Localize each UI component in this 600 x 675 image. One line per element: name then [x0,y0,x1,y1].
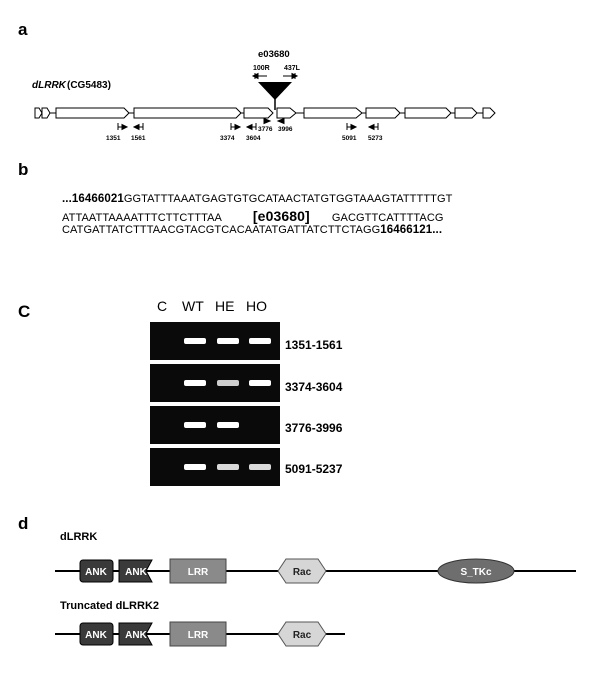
svg-text:ANK: ANK [125,630,147,641]
primer-arrows [117,117,379,131]
gel-band [184,338,206,344]
gel-row-label: 3776-3996 [285,421,343,435]
svg-text:LRR: LRR [188,630,209,641]
gel-band [217,464,239,470]
gel-band [217,338,239,344]
coordinate-end: 16466121... [380,224,443,236]
lrr-domain: LRR [169,621,227,647]
panel-a-letter: a [18,20,28,39]
ank-domain: ANK [79,622,114,646]
sequence-text: CATGATTATCTTTAACGTACGTCACAATATGATTATCTTC… [62,224,381,236]
insertion-primer-right: 437L [284,65,301,72]
insertion-primer-arrows [251,72,299,80]
ank-domain: ANK [118,622,153,646]
exon-track [34,107,496,119]
svg-text:LRR: LRR [188,567,209,578]
stkc-domain: S_TKc [437,558,515,584]
sequence-line-3: CATGATTATCTTTAACGTACGTCACAATATGATTATCTTC… [62,224,442,236]
gel-row-label: 1351-1561 [285,338,343,352]
sequence-line-2: ATTAATTAAAATTTCTTCTTTAA [e03680] GACGTTC… [62,208,444,224]
gel-row-label: 5091-5237 [285,462,343,476]
domain-diagram: ANK ANK LRR Rac S_TKc ANK ANK LRR Rac [55,558,576,647]
svg-text:ANK: ANK [85,630,107,641]
rac-domain: Rac [277,621,327,647]
gel-band [217,380,239,386]
ank-domain: ANK [79,559,114,583]
svg-text:Rac: Rac [293,630,312,641]
primer-label: 5273 [368,135,383,142]
insertion-triangle [258,82,292,100]
lane-label-he: HE [215,298,235,314]
primer-label: 3374 [220,135,235,142]
primer-label: 1351 [106,135,121,142]
svg-text:ANK: ANK [125,567,147,578]
sequence-text: ATTAATTAAAATTTCTTCTTTAA [62,212,222,224]
coordinate-start: ...16466021 [62,193,124,205]
gel-band [184,464,206,470]
panel-b-letter: b [18,160,29,179]
gel-band [184,422,206,428]
gel-band [184,380,206,386]
gel-band [249,380,271,386]
truncated-protein-title: Truncated dLRRK2 [60,600,160,612]
panel-d-letter: d [18,514,29,533]
insertion-primer-left: 100R [253,65,270,72]
panel-c-letter: C [18,302,31,321]
lrr-domain: LRR [169,558,227,584]
primer-label: 3776 [258,126,273,133]
lane-label-wt: WT [182,298,204,314]
rac-domain: Rac [277,558,327,584]
gel-band [217,422,239,428]
lane-label-ho: HO [246,298,267,314]
primer-labels: 1351 1561 3374 3604 3776 3996 5091 5273 [106,126,383,142]
insertion-marker: [e03680] [252,208,310,224]
sequence-line-1: ...16466021GGTATTTAAATGAGTGTGCATAACTATGT… [62,193,452,205]
gel-row [150,406,280,444]
gene-name: dLRRK [32,80,67,91]
svg-text:ANK: ANK [85,567,107,578]
full-protein-title: dLRRK [60,531,98,543]
primer-label: 3996 [278,126,293,133]
gel-image [150,322,280,486]
gel-band [249,338,271,344]
primer-label: 3604 [246,135,261,142]
primer-label: 1561 [131,135,146,142]
ank-domain: ANK [118,559,153,583]
svg-text:S_TKc: S_TKc [460,567,492,578]
insertion-name: e03680 [258,49,290,60]
gel-row-label: 3374-3604 [285,380,343,394]
sequence-text: GACGTTCATTTTACG [331,212,444,224]
gene-structure-diagram: dLRRK (CG5483) e03680 100R 437L [32,49,496,142]
svg-text:Rac: Rac [293,567,312,578]
sequence-text: GGTATTTAAATGAGTGTGCATAACTATGTGGTAAAGTATT… [123,193,453,205]
primer-label: 5091 [342,135,357,142]
gel-band [249,464,271,470]
gene-id: (CG5483) [67,80,111,91]
lane-label-c: C [157,298,168,314]
